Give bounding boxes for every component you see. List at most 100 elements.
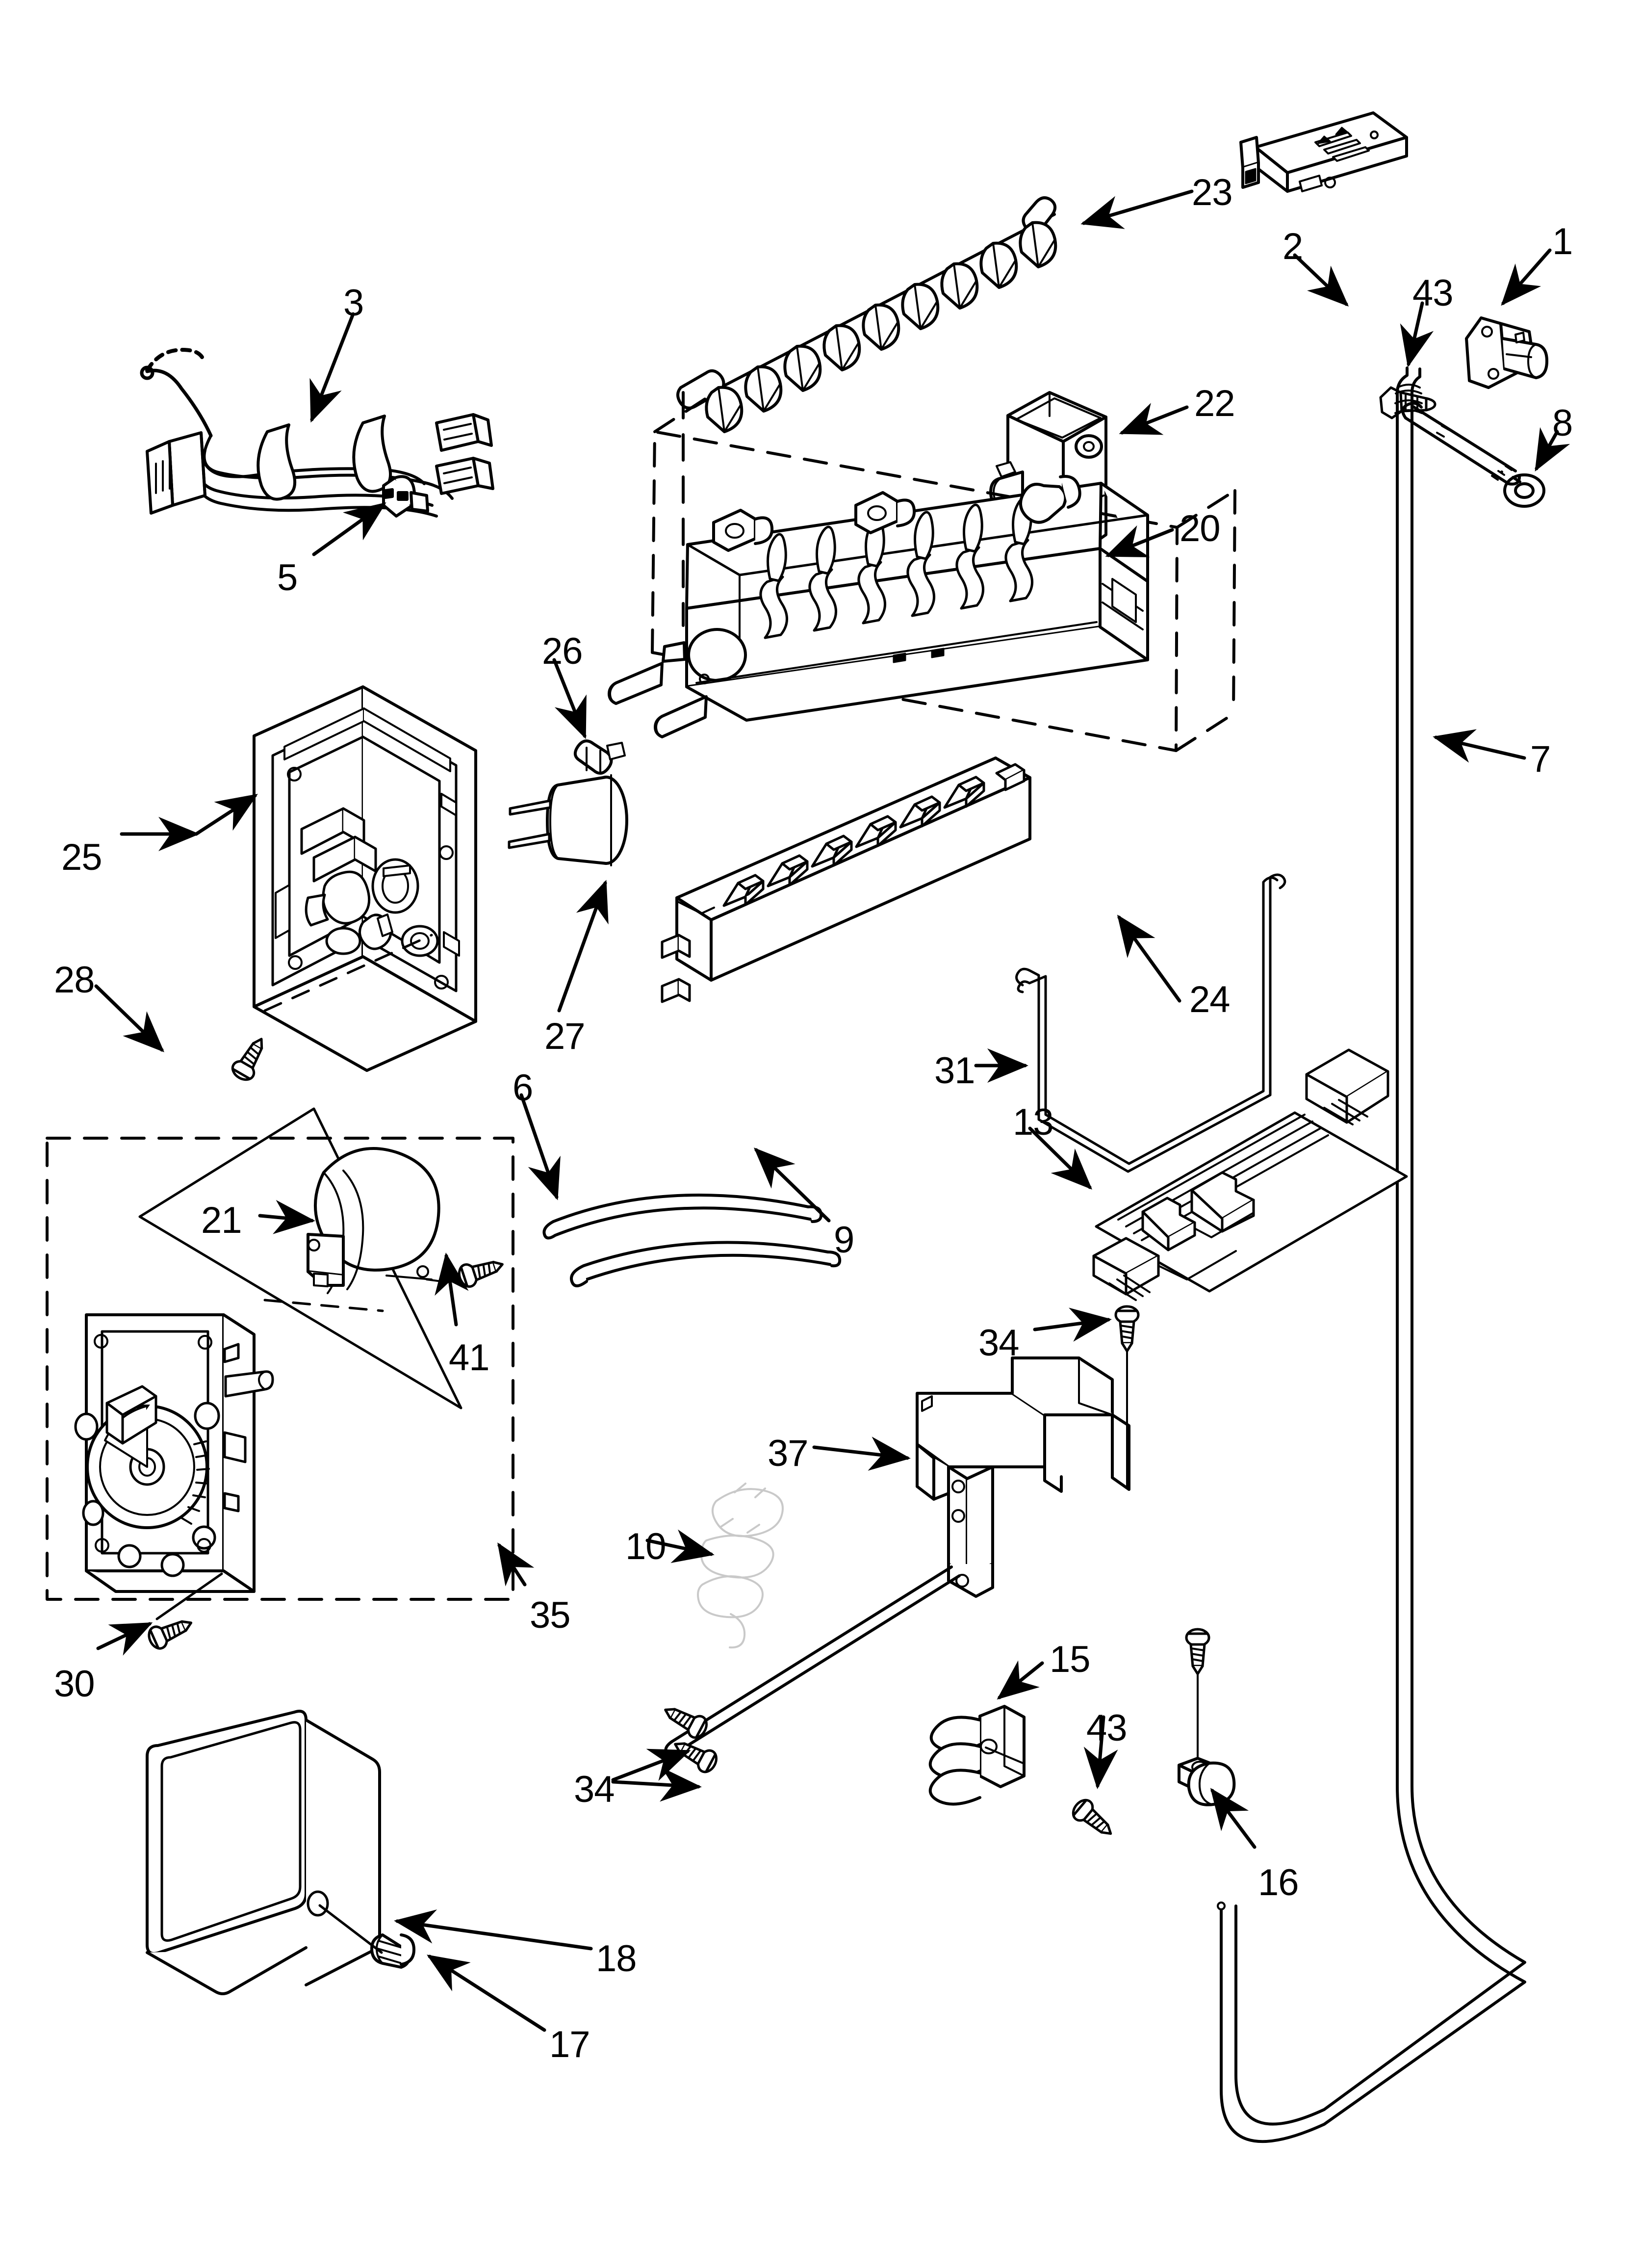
callout-31: 31 [934, 1050, 975, 1092]
part-shutoff-wire-bail [1015, 873, 1286, 1173]
part-module-housing [253, 685, 477, 1072]
callout-26: 26 [542, 630, 583, 672]
leader-37 [812, 1436, 911, 1471]
callout-9: 9 [834, 1219, 854, 1261]
callout-21: 21 [201, 1199, 242, 1241]
part-wiring-harness-connectors [1092, 1048, 1408, 1301]
callout-35: 35 [530, 1594, 571, 1636]
part-wire-harness [140, 348, 494, 518]
callout-43-top: 43 [1412, 272, 1454, 314]
part-spring-clip-bracket [928, 1705, 1026, 1806]
callout-30: 30 [54, 1663, 95, 1705]
leader-6 [519, 1093, 561, 1200]
part-ejector-motor [307, 1147, 440, 1294]
callout-5: 5 [277, 557, 298, 599]
assembly-dash-25 [263, 934, 433, 1012]
leader-15 [997, 1660, 1044, 1700]
leader-3 [309, 312, 355, 423]
callout-37: 37 [768, 1433, 809, 1474]
leader-8 [1535, 427, 1570, 472]
leader-34-rail-a [611, 1748, 691, 1782]
part-housing-screw [230, 1033, 271, 1083]
leader-28 [94, 984, 165, 1052]
part-plate-screw [146, 1613, 196, 1651]
part-screw-16-clamp [1186, 1629, 1209, 1767]
callout-27: 27 [544, 1016, 586, 1057]
leader-35 [497, 1542, 535, 1587]
callout-8: 8 [1552, 402, 1573, 444]
leader-25b [194, 794, 258, 836]
callout-10: 10 [625, 1526, 667, 1567]
part-screw-43-lower [1069, 1796, 1118, 1842]
callout-22: 22 [1194, 383, 1235, 424]
callout-25: 25 [61, 836, 103, 878]
leader-17 [427, 1955, 546, 2032]
leader-18 [394, 1909, 593, 1951]
callout-17: 17 [549, 2024, 590, 2065]
part-ice-stripper [661, 756, 1031, 1003]
callout-1: 1 [1552, 221, 1573, 262]
leader-16 [1210, 1788, 1257, 1849]
leader-41 [435, 1252, 469, 1327]
callout-15: 15 [1050, 1639, 1091, 1680]
callout-3: 3 [343, 282, 364, 324]
part-water-supply-tube [1217, 366, 1526, 2143]
part-screw-fitting-top [1379, 386, 1437, 419]
callout-16: 16 [1258, 1862, 1299, 1903]
part-inlet-valve-bracket [1465, 316, 1548, 389]
part-fill-tube-upper [542, 1194, 823, 1240]
callout-34-low: 34 [574, 1769, 615, 1810]
leader-34-top [1033, 1307, 1112, 1342]
assembly-dash-30 [155, 1572, 223, 1620]
leader-22 [1119, 403, 1189, 435]
callout-7: 7 [1530, 738, 1551, 780]
part-fill-tube-lower [570, 1241, 842, 1287]
part-insulation-panel [146, 1710, 381, 1995]
part-harness-clip [382, 475, 429, 518]
leader-43-low [1083, 1715, 1118, 1789]
part-hidden-ghost [697, 1483, 784, 1649]
leader-7 [1433, 729, 1526, 763]
callout-20: 20 [1180, 508, 1221, 549]
leader-9 [753, 1147, 831, 1223]
leader-24 [1117, 914, 1181, 1003]
callout-6: 6 [513, 1067, 533, 1109]
callout-41: 41 [449, 1337, 490, 1379]
callout-43-low: 43 [1086, 1707, 1128, 1749]
leader-23 [1080, 189, 1194, 229]
leader-20 [1105, 525, 1174, 557]
callout-28: 28 [54, 959, 95, 1001]
leader-26 [552, 658, 587, 739]
part-motor-screw [426, 1253, 506, 1289]
part-mold-cover-shield [1239, 111, 1408, 193]
callout-34-top: 34 [978, 1322, 1020, 1364]
part-screw-34-top [1116, 1306, 1138, 1487]
callout-18: 18 [596, 1938, 637, 1980]
group-box-icemold [651, 393, 1236, 752]
leader-30 [96, 1622, 153, 1656]
callout-24: 24 [1189, 979, 1231, 1020]
leader-21 [258, 1199, 315, 1234]
part-gear-plate [74, 1313, 274, 1593]
part-ice-ejector-arm [676, 196, 1057, 433]
leader-34-rail-b [611, 1767, 702, 1802]
part-slide-rail [664, 1565, 961, 1758]
leader-13 [1028, 1126, 1092, 1190]
leader-1 [1501, 248, 1552, 306]
callout-2: 2 [1283, 226, 1303, 267]
callout-13: 13 [1013, 1101, 1054, 1143]
part-mounting-bracket [916, 1356, 1130, 1598]
part-washer [1503, 473, 1545, 508]
assembly-dash-21 [263, 1299, 384, 1312]
part-tube-clamp [1178, 1757, 1236, 1806]
group-box-motor-assembly [46, 1137, 514, 1601]
callout-23: 23 [1192, 172, 1233, 213]
leader-27 [557, 880, 609, 1013]
part-motor-clip [573, 739, 626, 775]
part-ice-mold-body [608, 475, 1149, 738]
leader-5 [312, 502, 386, 556]
part-icemaker-motor [508, 774, 628, 866]
leader-2 [1293, 253, 1349, 307]
